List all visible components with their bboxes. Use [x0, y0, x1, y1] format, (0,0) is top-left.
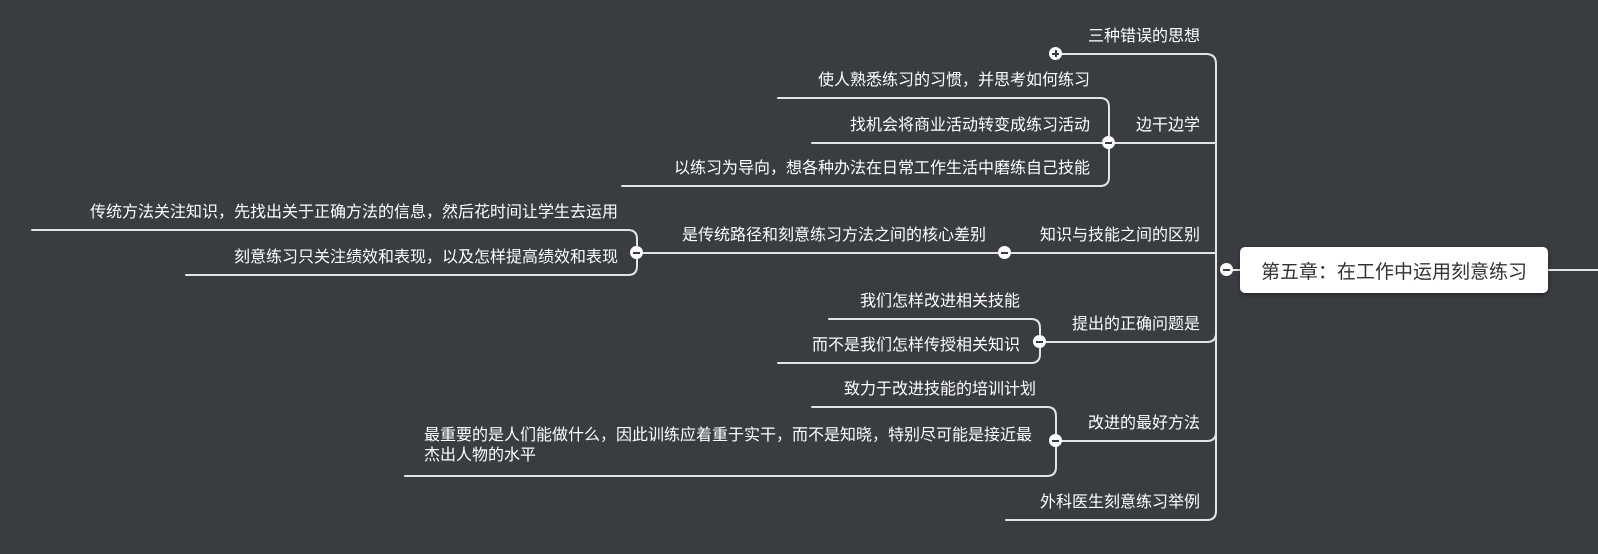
node-b4-c0[interactable]: 致力于改进技能的培训计划 [843, 379, 1036, 398]
minus-circle-icon[interactable] [1049, 434, 1062, 447]
branch-label-0[interactable]: 三种错误的思想 [1087, 26, 1200, 45]
node-b2-sub-c0[interactable]: 传统方法关注知识，先找出关于正确方法的信息，然后花时间让学生去运用 [89, 202, 618, 221]
node-b3-c0[interactable]: 我们怎样改进相关技能 [859, 291, 1020, 310]
connector-branch-4 [1059, 431, 1217, 442]
node-b1-c2[interactable]: 以练习为导向，想各种办法在日常工作生活中磨练自己技能 [673, 158, 1090, 177]
connector-b2-sub-c1 [185, 252, 638, 276]
branch-label-2[interactable]: 知识与技能之间的区别 [1039, 225, 1200, 244]
connector-branch-3 [1043, 332, 1217, 343]
connector-b1-c2 [621, 142, 1110, 187]
connector-b1-c0 [777, 97, 1110, 144]
branch-label-1[interactable]: 边干边学 [1135, 115, 1200, 134]
node-b3-c1[interactable]: 而不是我们怎样传授相关知识 [811, 335, 1020, 354]
node-b4-c1[interactable]: 最重要的是人们能做什么，因此训练应着重于实干，而不是知晓，特别尽可能是接近最杰出… [424, 425, 1033, 464]
connector-trunk [1206, 63, 1217, 521]
node-b2-sub-c1[interactable]: 刻意练习只关注绩效和表现，以及怎样提高绩效和表现 [233, 247, 618, 266]
connector-b3-c0 [828, 318, 1041, 343]
branch-label-5[interactable]: 外科医生刻意练习举例 [1039, 492, 1200, 511]
branch-label-4[interactable]: 改进的最好方法 [1087, 413, 1200, 432]
branch-label-3[interactable]: 提出的正确问题是 [1071, 314, 1200, 333]
node-b1-c1[interactable]: 找机会将商业活动转变成练习活动 [849, 115, 1090, 134]
root-topic[interactable]: 第五章：在工作中运用刻意练习 [1240, 247, 1548, 293]
minus-circle-icon[interactable] [998, 246, 1011, 259]
minus-circle-icon[interactable] [630, 246, 643, 259]
node-b2-sub[interactable]: 是传统路径和刻意练习方法之间的核心差别 [681, 225, 986, 244]
minus-circle-icon[interactable] [1220, 263, 1233, 276]
connector-b4-c1 [404, 440, 1057, 477]
connector-branch-0 [1061, 53, 1217, 65]
plus-circle-icon[interactable] [1049, 47, 1062, 60]
connector-b3-c1 [777, 341, 1041, 364]
node-b1-c0[interactable]: 使人熟悉练习的习惯，并思考如何练习 [817, 70, 1090, 89]
minus-circle-icon[interactable] [1102, 136, 1115, 149]
connector-b2-sub-c0 [31, 229, 638, 254]
minus-circle-icon[interactable] [1033, 335, 1046, 348]
connector-b4-c0 [811, 406, 1057, 442]
